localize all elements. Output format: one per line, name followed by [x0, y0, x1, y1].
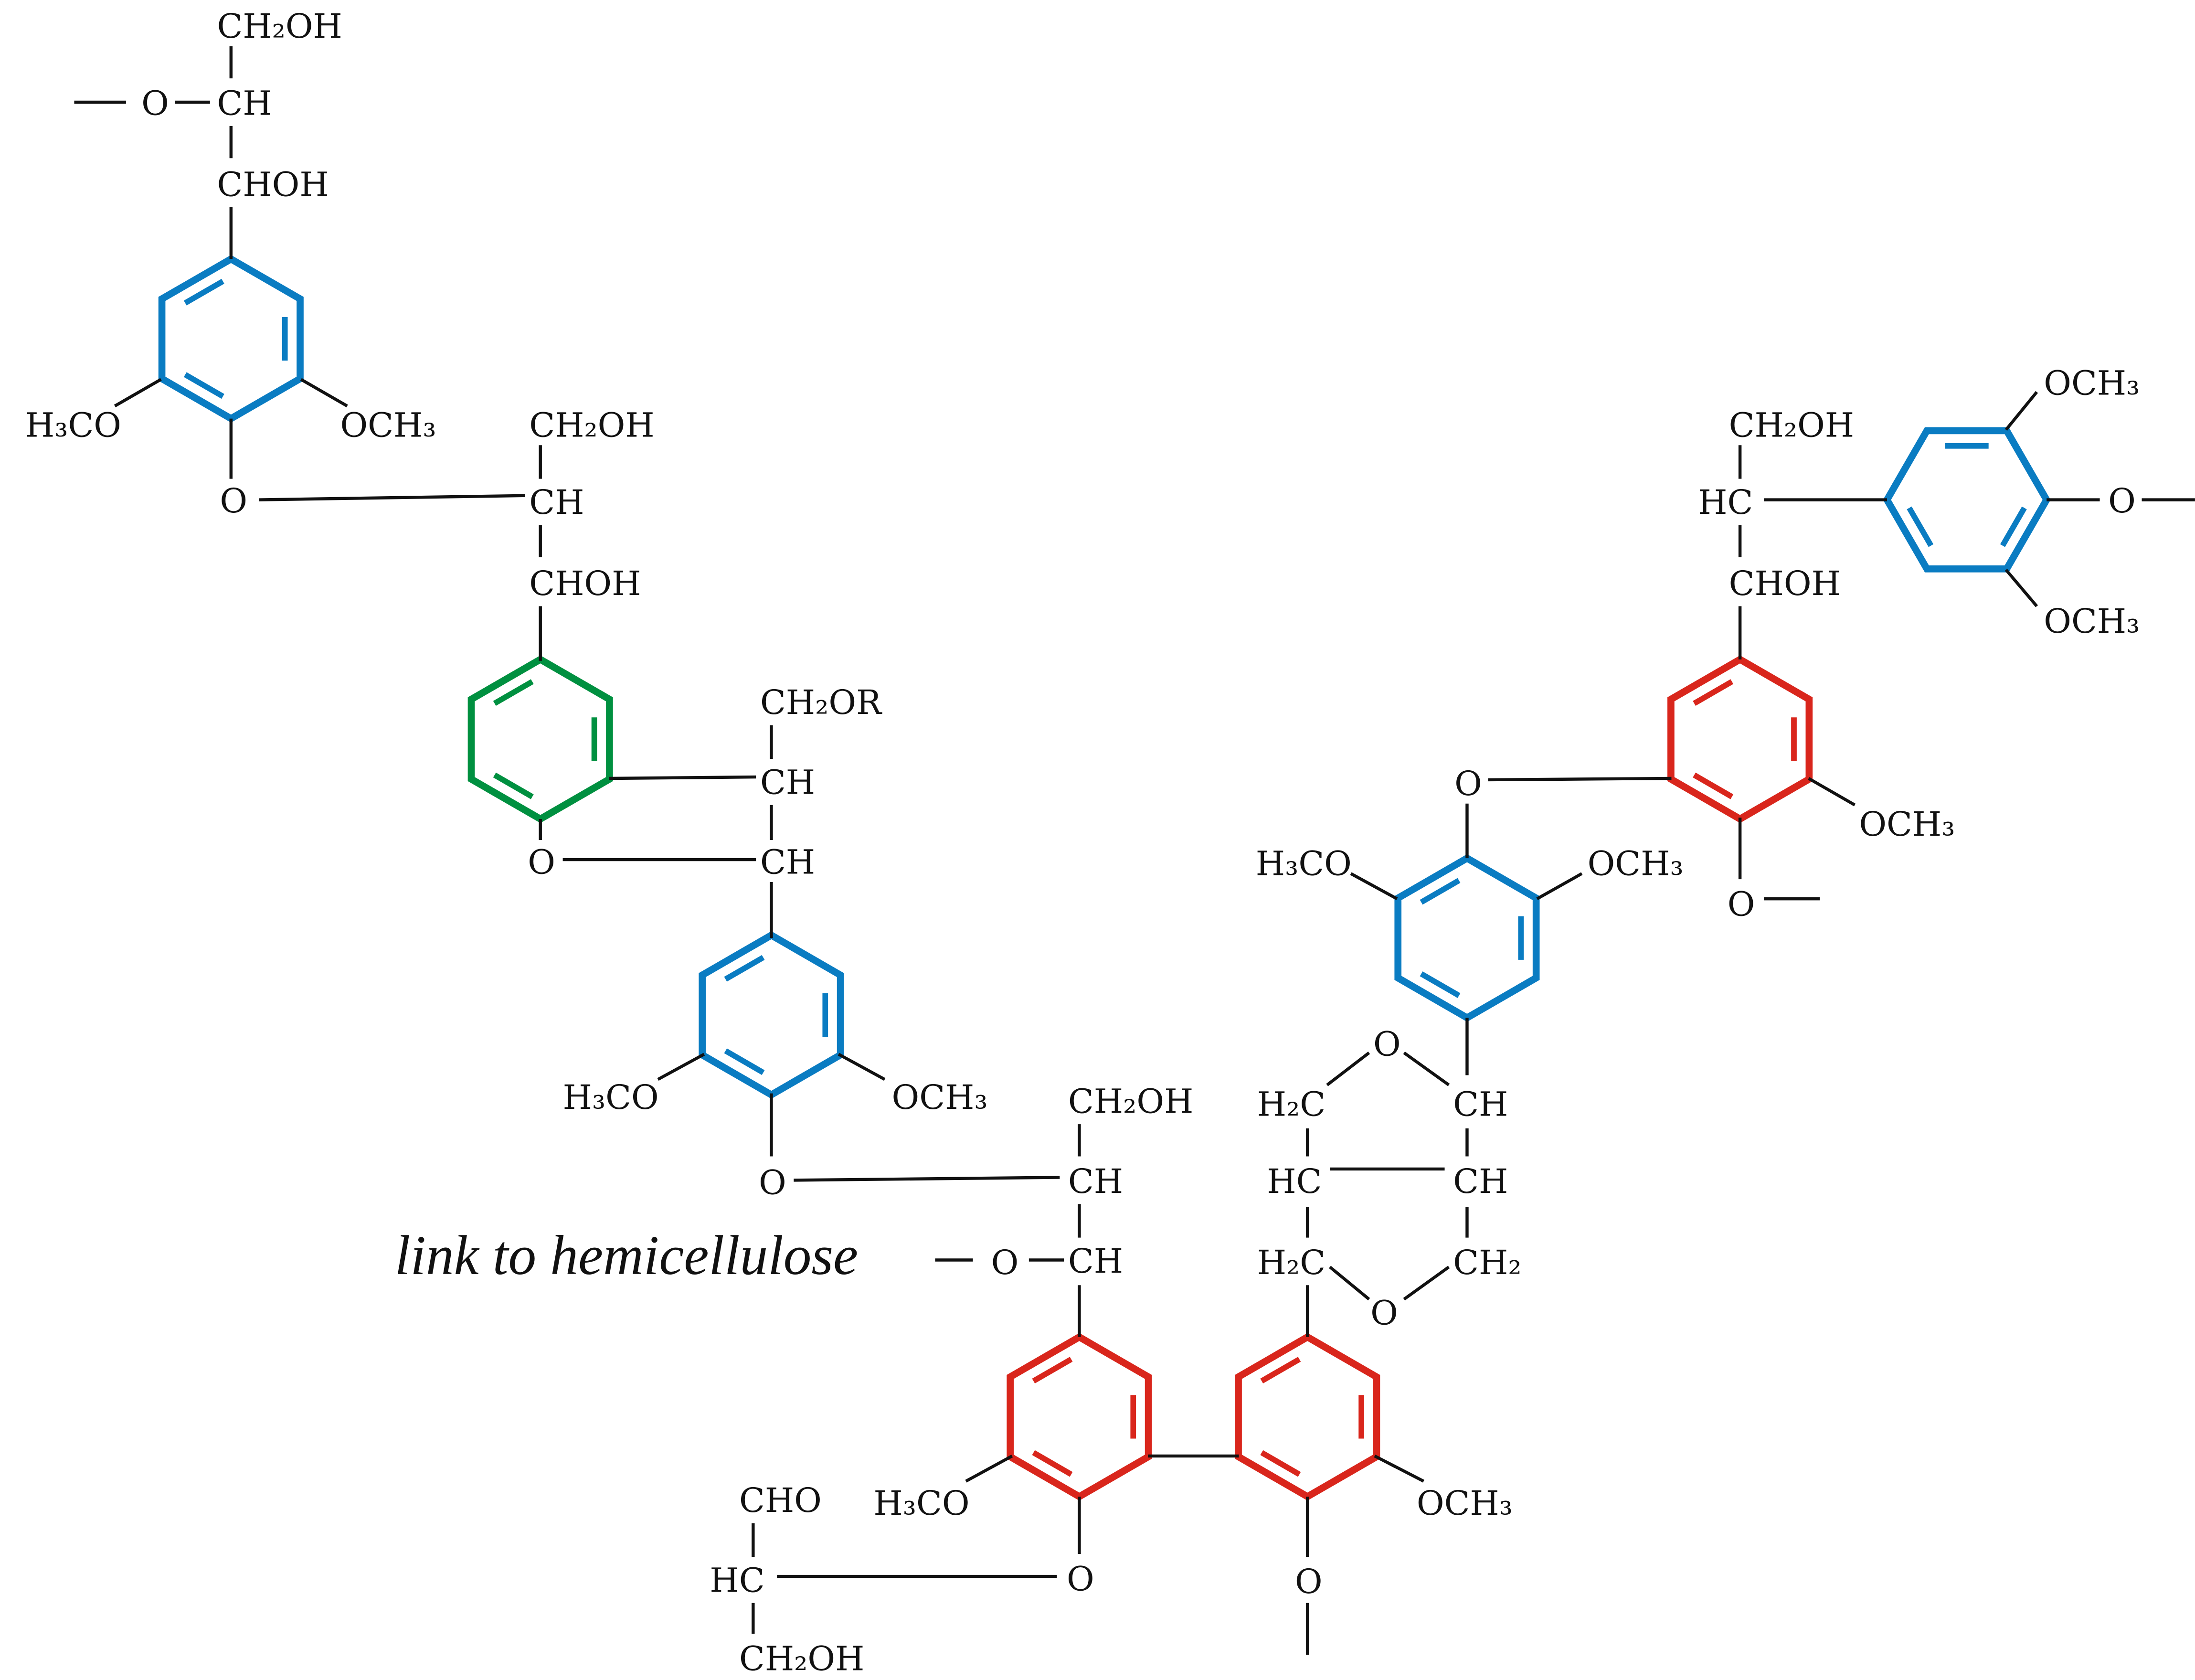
label-ether-o: O: [141, 84, 169, 123]
single-bond: [1536, 872, 1583, 900]
label-ch2oh: CH₂OH: [217, 7, 342, 46]
label-ch: CH: [1068, 1242, 1123, 1281]
guaiacyl-benzene-ring: [1667, 655, 1813, 823]
ring-double-bond: [1260, 1357, 1301, 1383]
label-hc: HC: [1267, 1162, 1322, 1201]
single-bond: [1488, 776, 1672, 782]
label-ether-o: O: [1728, 884, 1755, 924]
ring-double-bond: [493, 679, 534, 706]
ring-double-bond: [1420, 878, 1461, 905]
label-methoxy: OCH₃: [340, 406, 436, 445]
label-h2c: H₂C: [1257, 1243, 1325, 1282]
ring-double-bond: [1420, 971, 1461, 998]
single-bond: [259, 494, 525, 501]
ring-double-bond: [1907, 506, 1934, 547]
ring-double-bond: [1260, 1450, 1301, 1477]
label-ch: CH: [1453, 1085, 1508, 1124]
p_hydroxyphenyl-benzene-ring: [467, 655, 613, 823]
label-cho: CHO: [739, 1481, 822, 1520]
single-bond: [609, 775, 756, 780]
label-ether-o: O: [759, 1163, 786, 1202]
label-ring-o: O: [1370, 1293, 1398, 1332]
ring-double-bond: [183, 372, 224, 399]
ring-double-bond: [1693, 679, 1734, 706]
label-ch: CH: [1068, 1162, 1123, 1201]
label-ring-o: O: [1373, 1024, 1401, 1063]
label-methoxy: H₃CO: [1256, 844, 1352, 883]
guaiacyl-benzene-ring: [1235, 1333, 1380, 1501]
label-methoxy: OCH₃: [2044, 364, 2140, 403]
label-choh: CHOH: [217, 165, 329, 204]
syringyl-benzene-ring: [1883, 427, 2051, 573]
label-ch2oh: CH₂OH: [1729, 406, 1854, 445]
atom-labels: CH₂OH O CH CHOH H₃CO OCH₃ O CH₂OH CH CHOH O CH₂OR CH…: [25, 7, 2140, 1678]
ring-double-bond: [1693, 772, 1734, 799]
label-ether-o: O: [1454, 764, 1482, 803]
label-methoxy: OCH₃: [1417, 1484, 1513, 1523]
label-methoxy: H₃CO: [563, 1078, 659, 1117]
single-bond: [1403, 1051, 1450, 1086]
single-bond: [1374, 1455, 1425, 1483]
guaiacyl-benzene-ring: [1007, 1333, 1152, 1501]
single-bond: [300, 378, 348, 407]
label-ch: CH: [529, 483, 584, 522]
label-choh: CHOH: [529, 564, 641, 603]
label-methoxy: OCH₃: [1588, 844, 1684, 883]
label-methoxy: OCH₃: [892, 1078, 988, 1117]
bonds: [74, 46, 2195, 1655]
label-h2c: H₂C: [1257, 1085, 1325, 1124]
single-bond: [965, 1455, 1013, 1483]
single-bond: [2004, 391, 2038, 431]
single-bond: [1350, 872, 1398, 900]
single-bond: [114, 378, 162, 407]
ring-double-bond: [1032, 1450, 1073, 1477]
label-ether-o: O: [2108, 481, 2136, 521]
ring-double-bond: [1032, 1357, 1073, 1383]
label-choh: CHOH: [1729, 564, 1841, 603]
single-bond: [794, 1176, 1060, 1182]
label-methoxy: OCH₃: [1859, 805, 1955, 844]
label-ether-o: O: [220, 481, 247, 521]
label-methoxy: H₃CO: [25, 406, 121, 445]
label-ether-o: O: [1067, 1559, 1094, 1598]
label-ch2or: CH₂OR: [760, 683, 882, 722]
ring-double-bond: [724, 955, 765, 982]
label-ch: CH: [217, 84, 272, 123]
label-ch2: CH₂: [1453, 1243, 1521, 1282]
single-bond: [838, 1053, 886, 1081]
single-bond: [1403, 1265, 1450, 1301]
ring-double-bond: [493, 772, 534, 799]
label-methoxy: H₃CO: [873, 1484, 969, 1523]
label-hc: HC: [710, 1561, 764, 1600]
label-hc: HC: [1698, 483, 1753, 522]
label-ch2oh: CH₂OH: [739, 1639, 864, 1678]
syringyl-benzene-ring: [158, 255, 304, 423]
label-ch: CH: [760, 763, 815, 802]
label-ch: CH: [760, 842, 815, 882]
label-ether-o: O: [528, 842, 555, 882]
ring-double-bond: [2000, 506, 2027, 547]
single-bond: [2004, 569, 2038, 607]
label-ch: CH: [1453, 1162, 1508, 1201]
syringyl-benzene-ring: [1394, 854, 1540, 1022]
hemicellulose-link-label: link to hemicellulose: [395, 1225, 858, 1287]
label-ch2oh: CH₂OH: [529, 406, 654, 445]
single-bond: [1808, 777, 1856, 807]
single-bond: [1329, 1265, 1370, 1301]
single-bond: [657, 1053, 705, 1081]
label-ether-o: O: [1295, 1562, 1323, 1601]
ring-double-bond: [724, 1048, 765, 1075]
label-ch2oh: CH₂OH: [1068, 1082, 1193, 1121]
single-bond: [1326, 1052, 1370, 1086]
label-methoxy: OCH₃: [2044, 602, 2140, 641]
label-ether-o: O: [991, 1243, 1019, 1282]
ring-double-bond: [183, 278, 224, 306]
syringyl-benzene-ring: [699, 931, 844, 1099]
